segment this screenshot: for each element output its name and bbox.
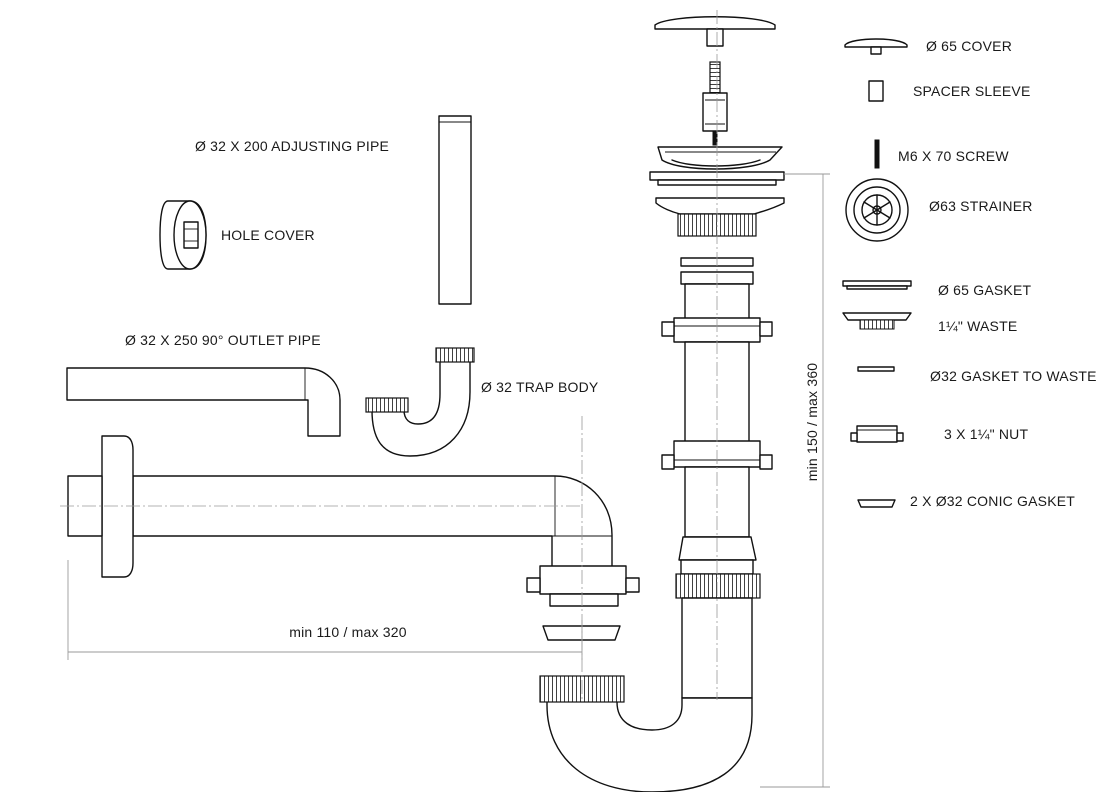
trap-body-label: Ø 32 TRAP BODY <box>481 379 599 395</box>
horizontal-dimension: min 110 / max 320 <box>67 560 583 660</box>
legend-label-gasket-to-waste: Ø32 GASKET TO WASTE <box>930 368 1097 384</box>
trap-body-part <box>365 347 475 457</box>
legend-label-strainer: Ø63 STRAINER <box>929 198 1033 214</box>
legend-label-conic-gasket: 2 X Ø32 CONIC GASKET <box>910 493 1075 509</box>
legend-label-screw: M6 X 70 SCREW <box>898 148 1009 164</box>
outlet-pipe-assembled <box>67 435 640 641</box>
cover-part <box>654 16 776 47</box>
hole-cover-label: HOLE COVER <box>221 227 315 243</box>
legend-label-spacer-sleeve: SPACER SLEEVE <box>913 83 1031 99</box>
legend-label-gasket-65: Ø 65 GASKET <box>938 282 1031 298</box>
adjusting-pipe-part <box>438 115 472 305</box>
nut-icon <box>850 425 904 443</box>
legend-label-cover: Ø 65 COVER <box>926 38 1012 54</box>
screw-icon <box>874 139 880 169</box>
horizontal-dimension-label: min 110 / max 320 <box>289 624 407 640</box>
gasket-to-waste-icon <box>857 366 895 372</box>
screw-part <box>702 61 728 146</box>
spacer-sleeve-icon <box>868 80 884 102</box>
conic-gasket-icon <box>857 499 896 508</box>
legend-label-nut: 3 X 1¼" NUT <box>944 426 1028 442</box>
legend-label-waste: 1¼" WASTE <box>938 318 1017 334</box>
cover-icon <box>844 38 908 55</box>
waste-icon <box>842 312 912 330</box>
gasket-65-icon <box>842 280 912 290</box>
legend: Ø 65 COVER SPACER SLEEVE M6 X 70 SCREW Ø… <box>842 38 1097 509</box>
vertical-dimension-label: min 150 / max 360 <box>804 363 820 482</box>
adjusting-pipe-label: Ø 32 X 200 ADJUSTING PIPE <box>195 138 389 154</box>
outlet-pipe-label: Ø 32 X 250 90° OUTLET PIPE <box>125 332 321 348</box>
strainer-icon <box>845 178 909 242</box>
assembly-column <box>60 10 785 792</box>
hole-cover-part <box>159 200 207 270</box>
outlet-pipe-part <box>66 367 341 437</box>
vertical-dimension: min 150 / max 360 <box>760 173 830 788</box>
